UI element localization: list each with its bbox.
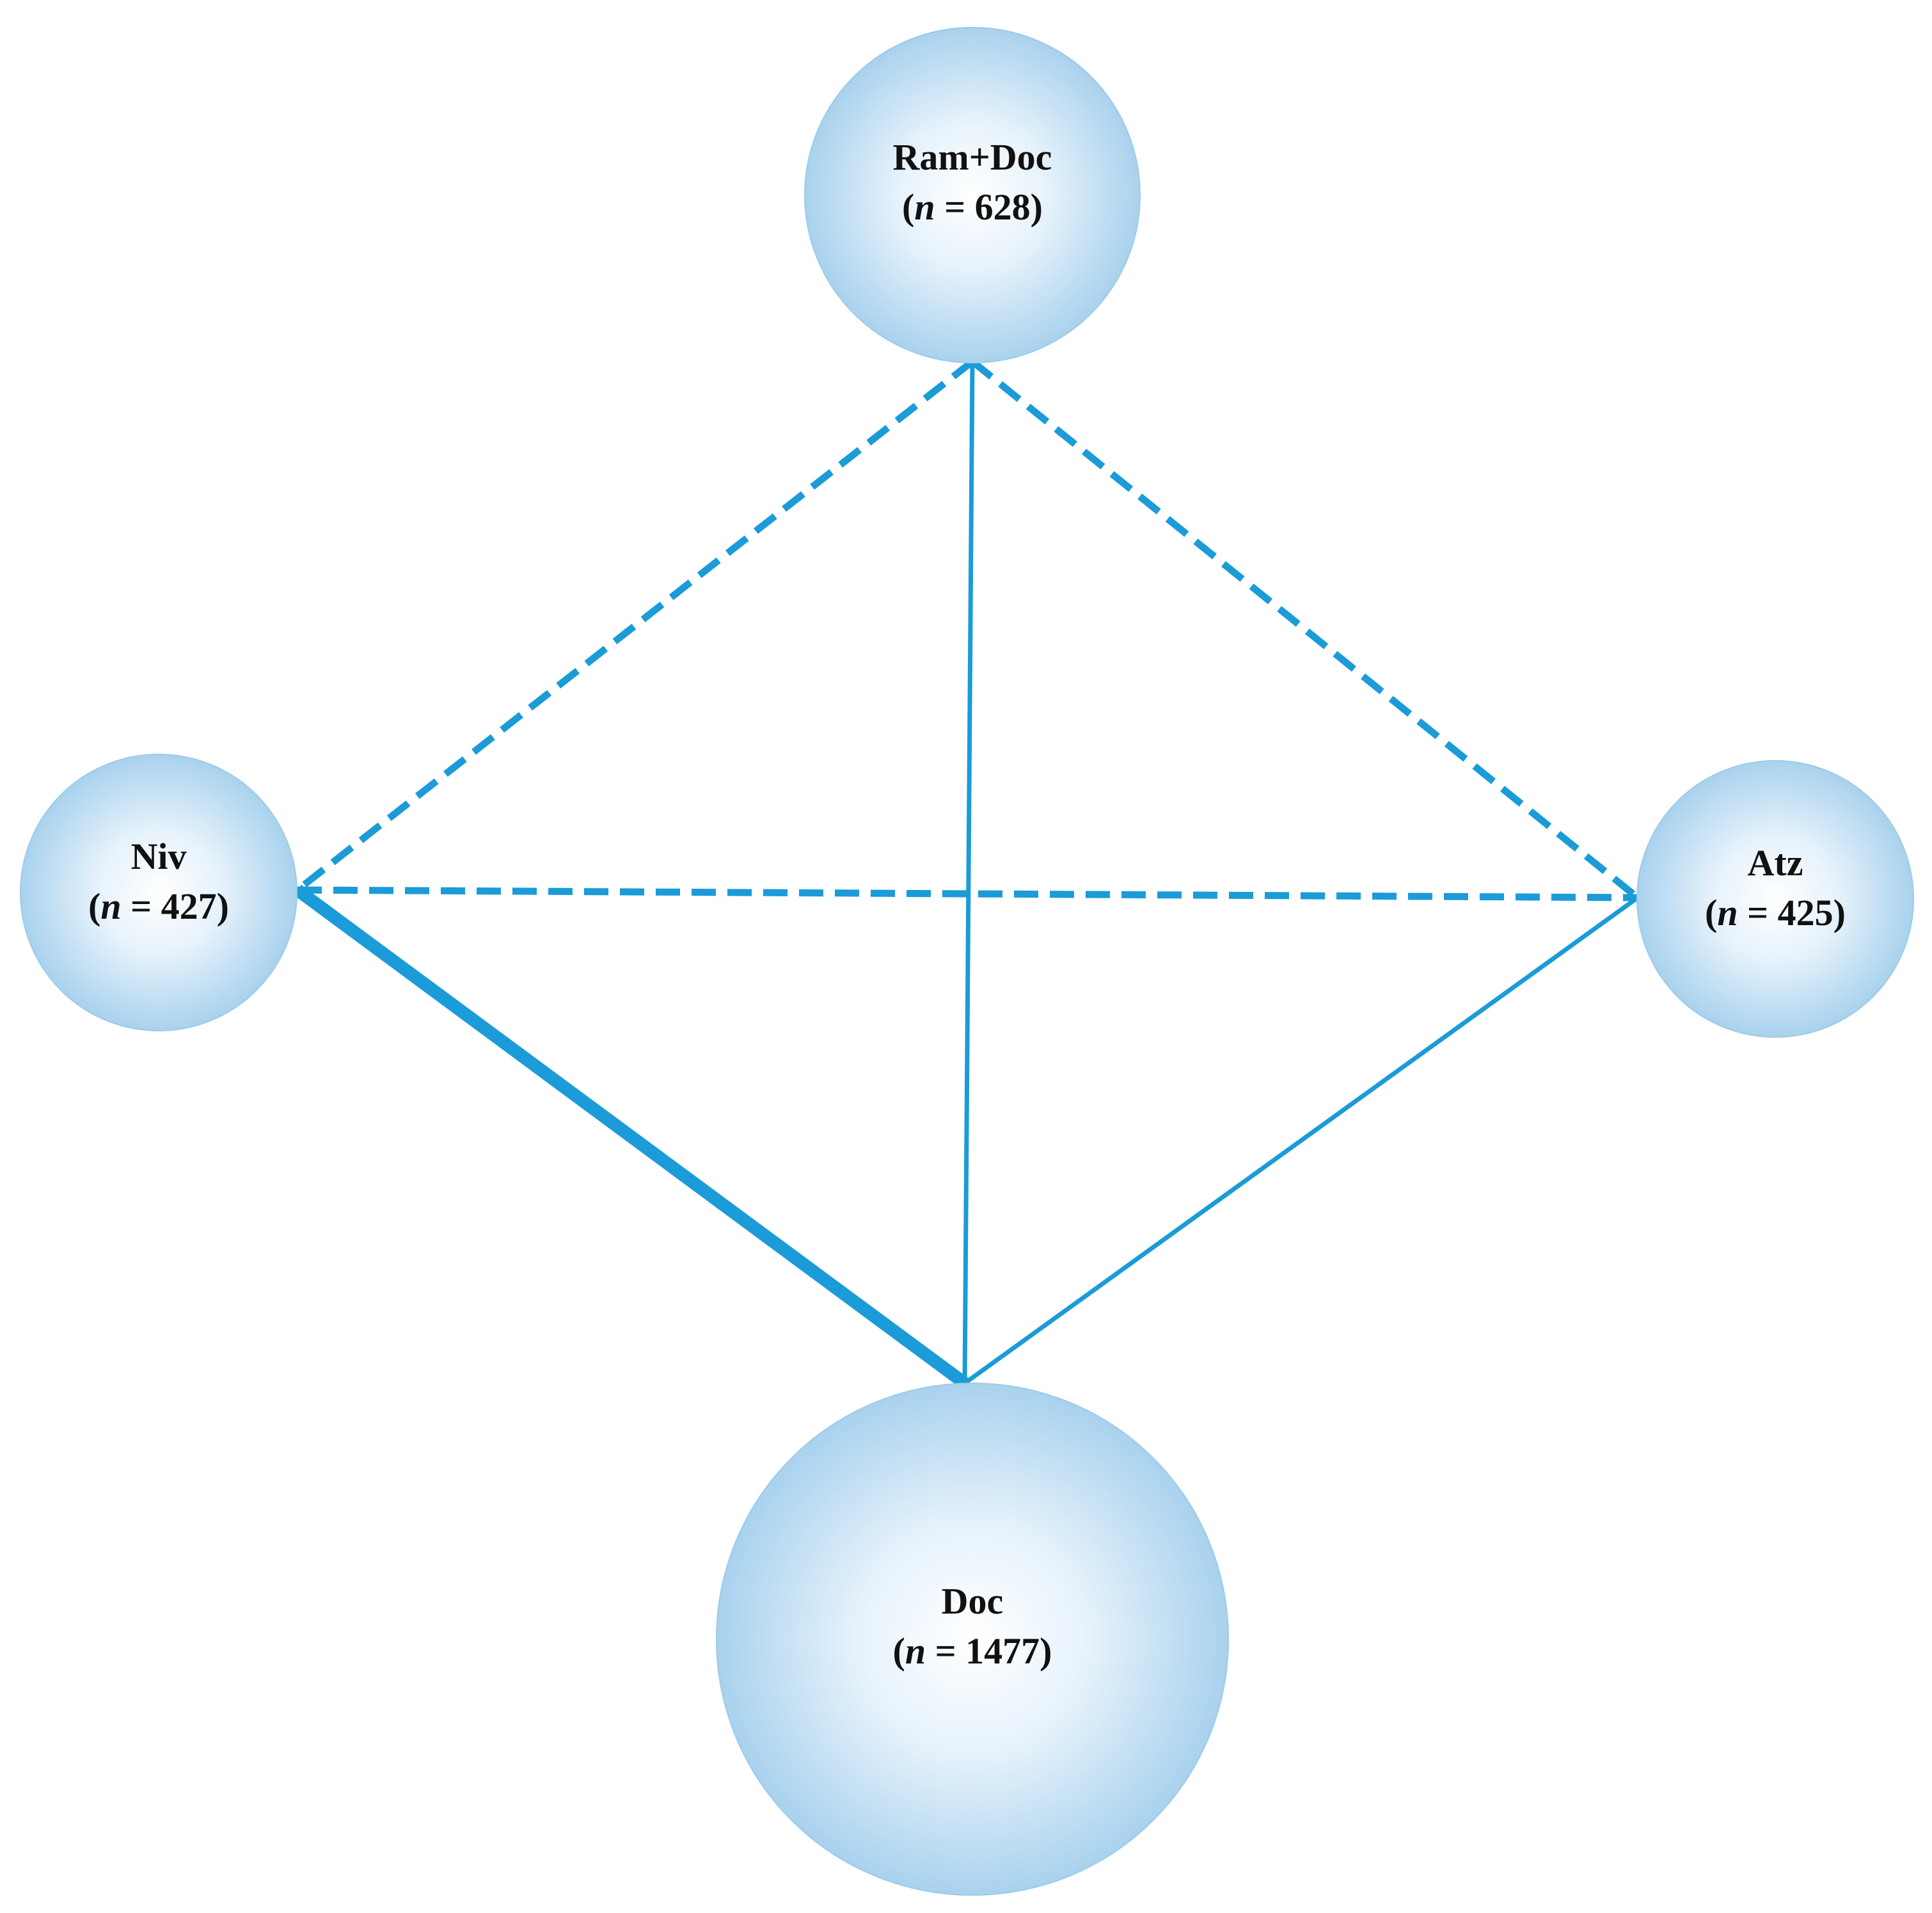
node-circle-doc (716, 1383, 1229, 1896)
node-name-ramdoc: Ram+Doc (893, 136, 1052, 178)
edge-ramdoc-atz (970, 358, 1640, 901)
node-count-niv: (n = 427) (88, 885, 229, 927)
nodes-layer: Ram+Doc (n = 628) Niv (n = 427) Atz (n = 425)… (20, 27, 1914, 1896)
node-name-doc: Doc (942, 1580, 1004, 1622)
node-circle-niv (20, 754, 297, 1031)
edges-layer (294, 358, 1640, 1389)
edge-atz-doc (963, 896, 1640, 1385)
node-count-atz: (n = 425) (1705, 892, 1846, 933)
edge-ramdoc-doc (962, 361, 975, 1384)
node-count-doc: (n = 1477) (893, 1630, 1052, 1672)
node-doc: Doc (n = 1477) (716, 1383, 1229, 1896)
node-ramdoc: Ram+Doc (n = 628) (804, 27, 1141, 363)
node-count-ramdoc: (n = 628) (902, 186, 1043, 228)
node-atz: Atz (n = 425) (1636, 760, 1914, 1038)
edge-niv-doc (294, 884, 969, 1389)
node-name-niv: Niv (131, 836, 187, 877)
node-circle-atz (1636, 760, 1914, 1038)
node-circle-ramdoc (804, 27, 1141, 363)
edge-niv-atz (297, 886, 1638, 901)
node-niv: Niv (n = 427) (20, 754, 297, 1031)
node-name-atz: Atz (1748, 842, 1803, 884)
edge-ramdoc-niv (295, 358, 975, 893)
